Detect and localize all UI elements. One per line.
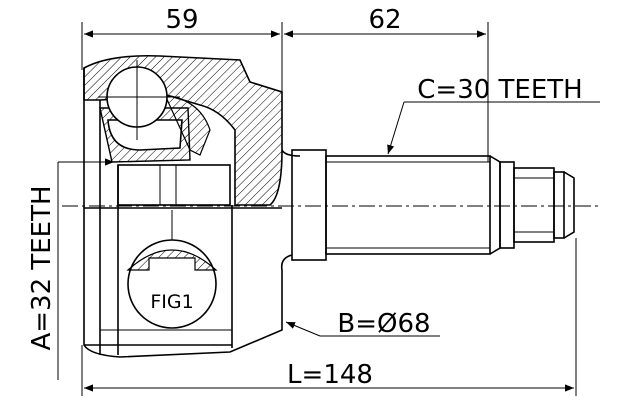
stub-shaft bbox=[291, 149, 575, 261]
dimension-59: 59 bbox=[81, 5, 283, 150]
dimension-c-teeth: C=30 TEETH bbox=[387, 75, 600, 155]
dimension-62: 62 bbox=[284, 5, 489, 162]
dimension-c-label: C=30 TEETH bbox=[417, 75, 582, 105]
dimension-length: L=148 bbox=[81, 238, 577, 396]
fig1-label: FIG1 bbox=[150, 291, 193, 313]
dimension-59-label: 59 bbox=[165, 5, 198, 35]
dimension-b-diameter: B=Ø68 bbox=[285, 309, 440, 339]
dimension-a-teeth: A=32 TEETH bbox=[27, 158, 114, 380]
dimension-b-label: B=Ø68 bbox=[337, 309, 430, 339]
ball-cage bbox=[98, 60, 211, 163]
dimension-length-label: L=148 bbox=[287, 360, 373, 390]
dimension-62-label: 62 bbox=[368, 5, 401, 35]
dimension-a-label: A=32 TEETH bbox=[27, 185, 57, 350]
fig1-detail: FIG1 bbox=[126, 210, 218, 329]
